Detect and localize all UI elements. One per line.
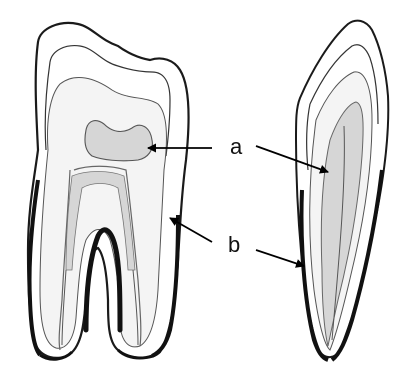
single-root-tooth [296, 21, 388, 360]
arrow-b-to-incisor-surface [256, 250, 304, 266]
label-b-group: b [170, 218, 304, 266]
label-a: a [230, 134, 243, 159]
molar-tooth [28, 23, 188, 359]
molar-dentin [40, 77, 166, 348]
label-b: b [228, 232, 240, 257]
